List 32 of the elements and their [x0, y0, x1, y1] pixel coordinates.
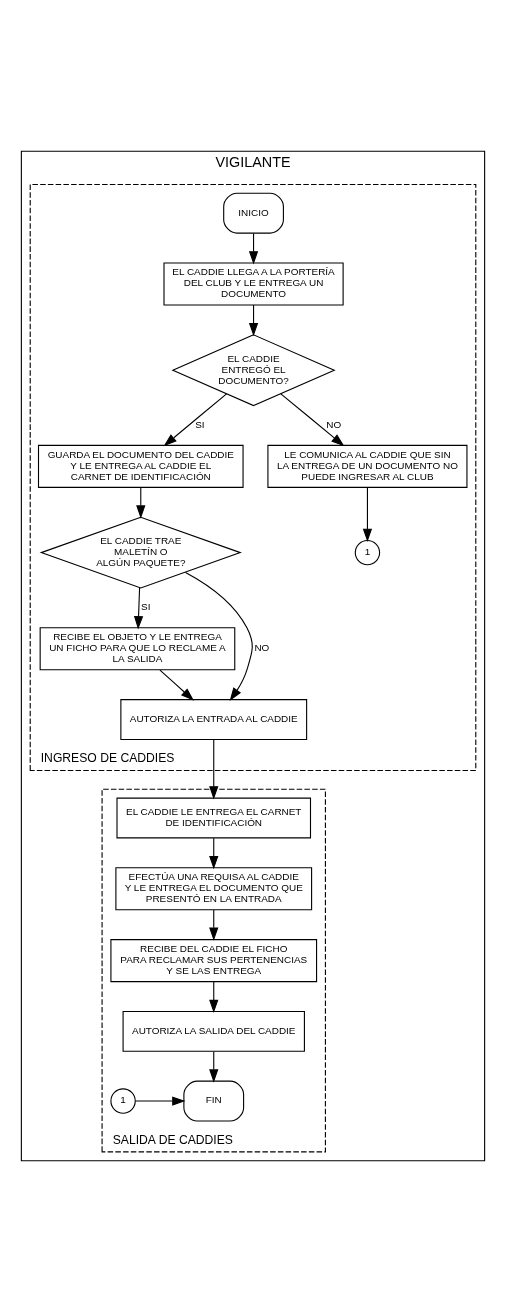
arrow: [163, 392, 228, 446]
arrow: [209, 738, 219, 800]
arrow: [184, 571, 253, 701]
node-box: AUTORIZA LA ENTRADA AL CADDIE: [120, 698, 308, 740]
node-box: EL CADDIE LLEGA A LA PORTERÍA DEL CLUB Y LE ENTREGA UN DOCUMENTO: [163, 261, 344, 305]
node-box: INICIO: [223, 192, 284, 234]
edge-label: SI: [141, 600, 151, 612]
arrow: [134, 1095, 186, 1106]
node-diamond: EL CADDIE ENTREGÓ EL DOCUMENTO?: [171, 333, 336, 406]
node-box: GUARDA EL DOCUMENTO DEL CADDIE Y LE ENTREGA AL CADDIE EL CARNET DE IDENTIFICACIÓN: [37, 444, 244, 488]
arrow: [209, 980, 219, 1013]
arrow: [248, 303, 259, 336]
edge-label: NO: [254, 641, 270, 653]
arrow: [159, 669, 194, 701]
node-box: RECIBE EL OBJETO Y LE ENTREGA UN FICHO PARA QUE LO RECLAME A LA SALIDA: [39, 626, 236, 670]
arrow: [209, 837, 219, 869]
arrow: [362, 486, 373, 542]
node-box: FIN: [183, 1080, 245, 1121]
edge-label: SI: [195, 418, 205, 430]
node-box: EL CADDIE LE ENTREGA EL CARNET DE IDENTIFICACIÓN: [116, 797, 312, 838]
node-box: RECIBE DEL CADDIE EL FICHO PARA RECLAMAR SUS PERTENENCIAS Y SE LAS ENTREGA: [110, 938, 318, 982]
node-circle: 1: [354, 539, 381, 565]
arrow: [248, 232, 259, 265]
node-box: LE COMUNICA AL CADDIE QUE SIN LA ENTREGA DE UN DOCUMENTO NO PUEDE INGRESAR AL CLUB: [267, 444, 468, 488]
arrow: [133, 586, 144, 629]
node-box: EFECTÚA UNA REQUISA AL CADDIE Y LE ENTREGA EL DOCUMENTO QUE PRESENTÓ EN LA ENTRADA: [115, 866, 313, 910]
edge-label: NO: [326, 418, 342, 430]
arrow: [136, 486, 146, 519]
node-box: AUTORIZA LA SALIDA DEL CADDIE: [122, 1010, 305, 1052]
node-circle: 1: [110, 1087, 136, 1114]
node-diamond: EL CADDIE TRAE MALETÍN O ALGÚN PAQUETE?: [39, 516, 242, 589]
arrow: [280, 392, 345, 446]
